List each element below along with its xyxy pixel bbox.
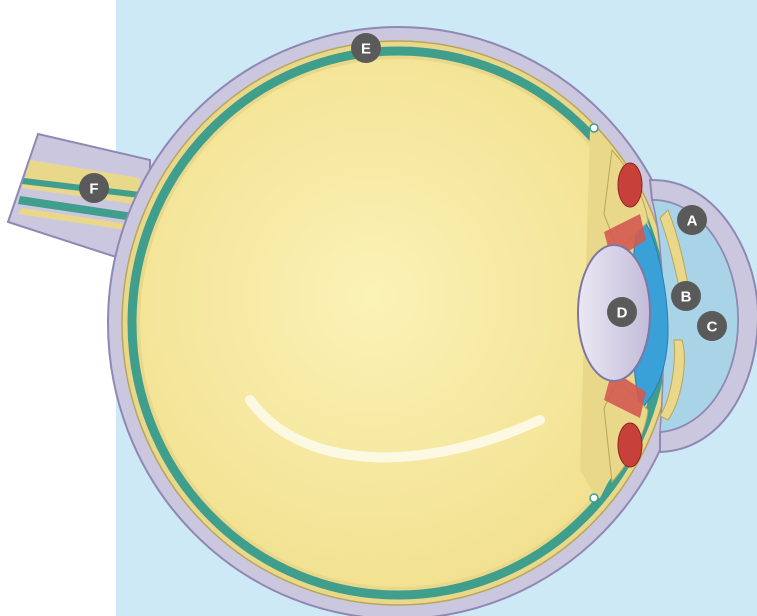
retina-end-lower — [590, 494, 598, 502]
marker-c: C — [697, 311, 727, 341]
marker-e-label: E — [361, 41, 371, 58]
marker-a-label: A — [687, 213, 698, 230]
marker-d: D — [607, 297, 637, 327]
marker-d-label: D — [617, 305, 628, 322]
marker-e: E — [351, 33, 381, 63]
marker-b-label: B — [681, 289, 692, 306]
retina-end-upper — [590, 124, 598, 132]
marker-f-label: F — [89, 181, 98, 198]
marker-a: A — [677, 205, 707, 235]
marker-f: F — [79, 173, 109, 203]
marker-c-label: C — [707, 319, 718, 336]
marker-b: B — [671, 281, 701, 311]
